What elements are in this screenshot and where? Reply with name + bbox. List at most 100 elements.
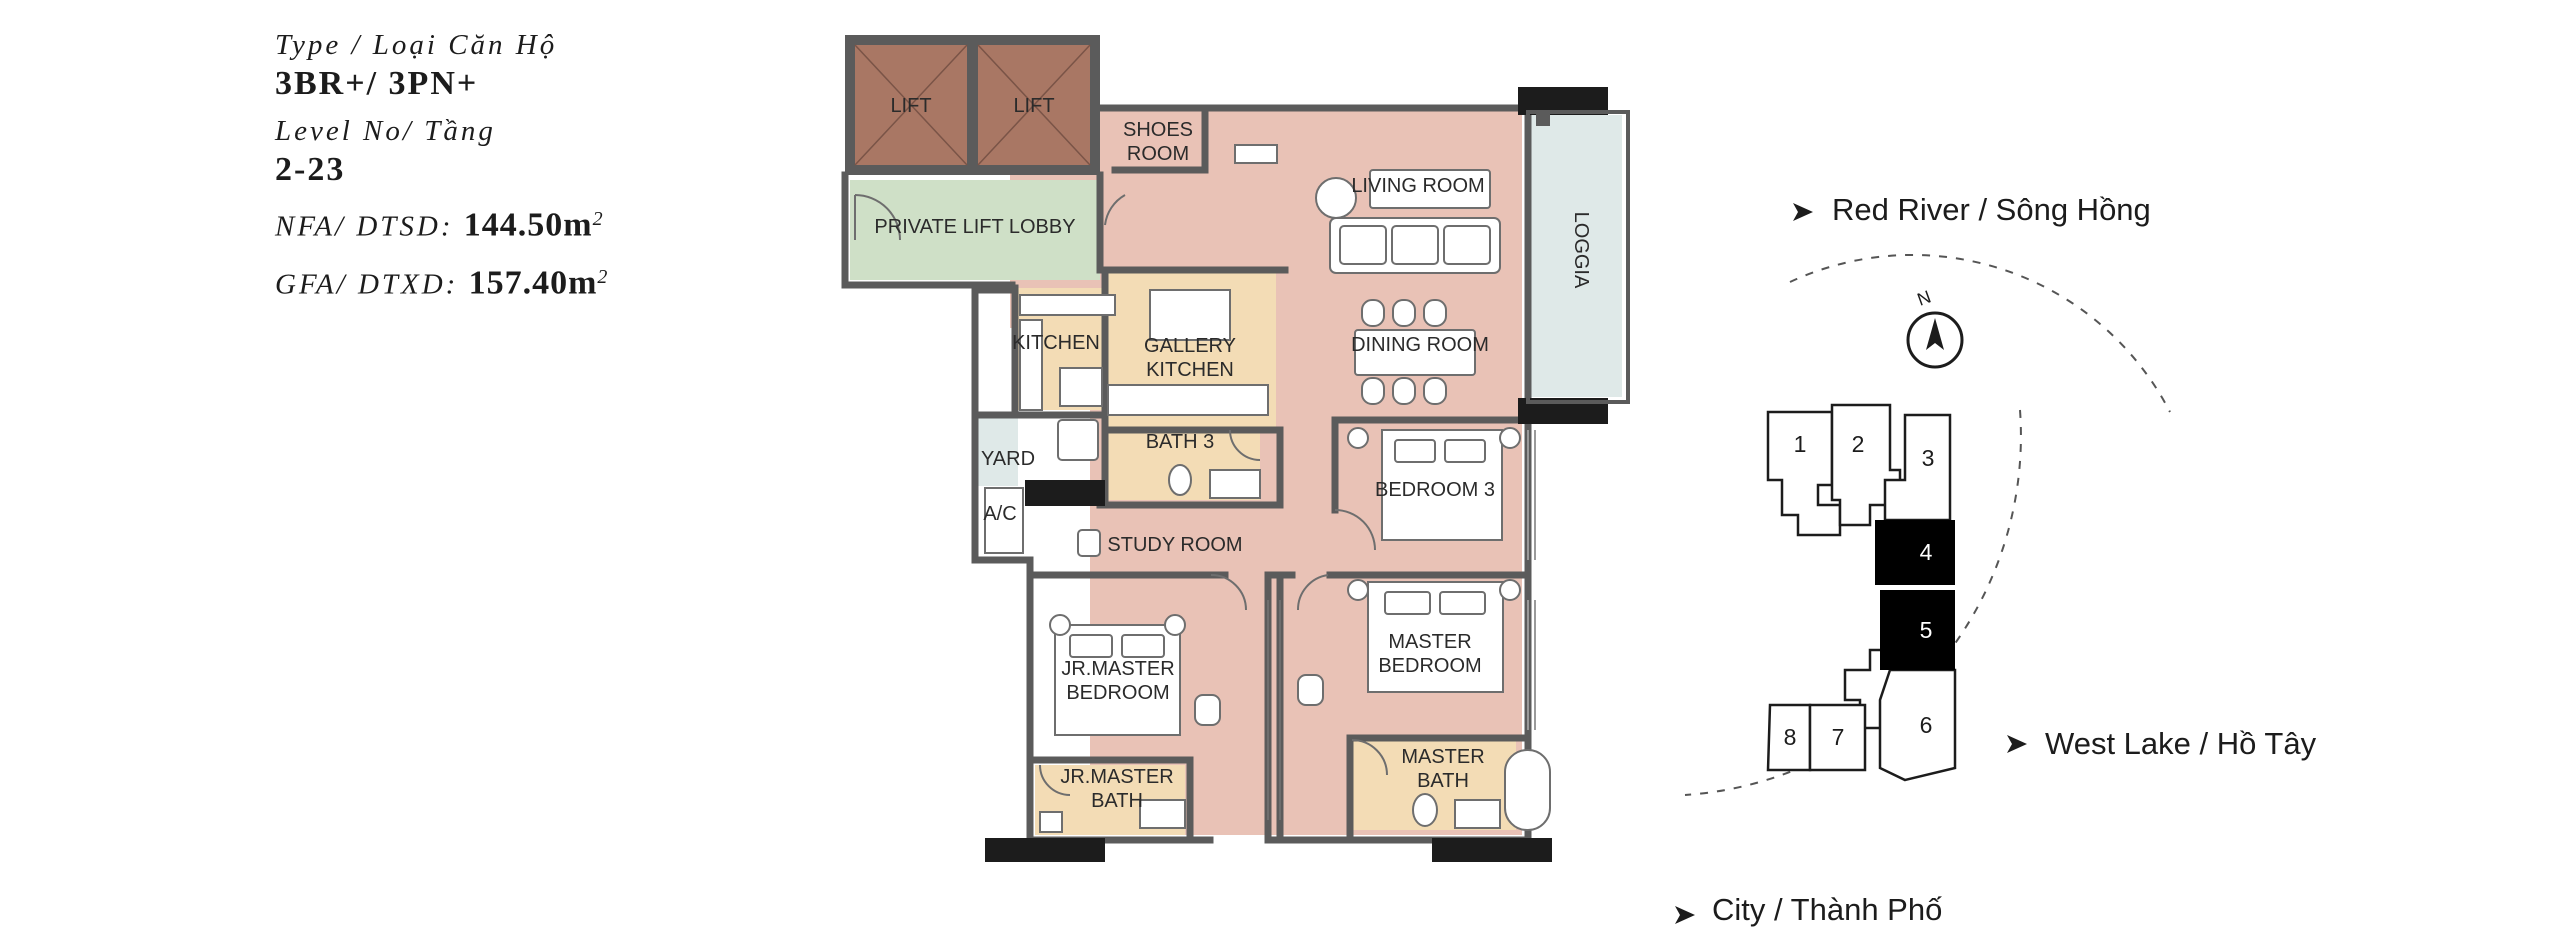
pillow-b3-1: [1394, 439, 1436, 463]
block-8-label: 8: [1784, 724, 1797, 750]
type-value: 3BR+/ 3PN+: [275, 65, 479, 102]
private-lift-lobby-floor: [850, 180, 1100, 280]
dining-room-label: DINING ROOM: [1351, 334, 1489, 356]
block-4-highlight: [1875, 520, 1955, 585]
red-river-label: Red River / Sông Hồng: [1832, 192, 2151, 227]
city-arrow-icon: [1675, 906, 1695, 924]
washer: [1057, 419, 1099, 461]
jr-master-bath-label-1: JR.MASTER: [1060, 766, 1173, 788]
direction-labels: Red River / Sông Hồng West Lake / Hồ Tây…: [1675, 192, 2317, 927]
gfa-unit-sup: 2: [597, 265, 611, 288]
block-7-label: 7: [1832, 724, 1845, 750]
master-door: [1296, 574, 1329, 611]
orbit-arc-top: [1789, 253, 2171, 413]
pillow-m-1: [1384, 591, 1431, 615]
shoes-room-floor: [1115, 108, 1200, 173]
compass-arrow-icon: [1926, 318, 1944, 350]
ac-label: A/C: [983, 503, 1016, 525]
yard-label: YARD: [981, 448, 1035, 470]
lobby-door: [854, 194, 901, 241]
master-bedroom-label-1: MASTER: [1388, 631, 1471, 653]
unit-info-panel: Type / Loại Căn Hộ 3BR+/ 3PN+ Level No/ …: [275, 26, 610, 309]
block-2-label: 2: [1852, 431, 1865, 457]
block-7-shape: [1808, 703, 1867, 772]
column-se: [1432, 838, 1552, 862]
yard-floor: [974, 418, 1018, 486]
pillow-b3-2: [1444, 439, 1486, 463]
coffee-table: [1369, 169, 1491, 209]
lamp-m-2: [1499, 579, 1521, 601]
nfa-label: NFA/ DTSD:: [275, 210, 454, 243]
dining-table: [1354, 329, 1476, 376]
console: [1234, 144, 1278, 164]
level-label: Level No/ Tầng: [275, 115, 496, 147]
jr-master-bedroom-label-2: BEDROOM: [1066, 682, 1169, 704]
bedroom-3-label: BEDROOM 3: [1375, 479, 1495, 501]
ac-unit: [984, 487, 1024, 554]
windows-east: [1527, 430, 1536, 730]
gfa-label: GFA/ DTXD:: [275, 268, 459, 301]
jr-bath-door: [1039, 764, 1071, 796]
lamp-b3-1: [1347, 427, 1369, 449]
lift-2-label: LIFT: [1013, 95, 1054, 117]
loggia-floor: [1530, 115, 1622, 397]
gfa-value: 157.40m: [468, 264, 598, 302]
loggia-label: LOGGIA: [1570, 212, 1592, 289]
block-6-label: 6: [1920, 712, 1933, 738]
island: [1149, 289, 1231, 341]
lift-1-label: LIFT: [890, 95, 931, 117]
block-6-shape: [1878, 668, 1957, 782]
shoes-room-label-2: ROOM: [1127, 143, 1189, 165]
bedroom3-door: [1334, 509, 1376, 551]
study-door: [1210, 574, 1247, 611]
north-compass: N: [1906, 287, 1964, 369]
shoes-room-label-1: SHOES: [1123, 119, 1193, 141]
block-labels: 1 2 3 4 5 6 7 8: [1784, 431, 1935, 750]
city-label: City / Thành Phố: [1712, 892, 1942, 927]
block-3-shape: [1883, 413, 1952, 522]
living-room-furniture: [1234, 144, 1501, 274]
building-blocks: [1766, 403, 1957, 782]
gfa-row: GFA/ DTXD: 157.40m2: [275, 252, 610, 310]
bathtub: [1504, 749, 1551, 831]
lamp-j-2: [1164, 614, 1186, 636]
jr-master-bath-label-2: BATH: [1091, 790, 1143, 812]
master-toilet: [1412, 793, 1438, 827]
dining-set: [1354, 299, 1476, 405]
bath-fixtures: [984, 464, 1551, 833]
key-plan: N 1 2 3 4 5 6 7 8 Red River / Sông Hồ: [1675, 192, 2317, 927]
fridge: [1059, 367, 1103, 407]
bath-3-label: BATH 3: [1146, 431, 1215, 453]
nfa-row: NFA/ DTSD: 144.50m2: [275, 194, 610, 252]
block-3-label: 3: [1922, 445, 1935, 471]
gallery-kitchen-label-1: GALLERY: [1144, 335, 1236, 357]
orbit-arc-right: [1684, 409, 2022, 796]
sofa-cushion-1: [1339, 225, 1387, 265]
type-label: Type / Loại Căn Hộ: [275, 29, 558, 61]
block-4-label: 4: [1920, 539, 1933, 565]
lift-shafts: [845, 35, 1100, 175]
gallery-kitchen-label-2: KITCHEN: [1146, 359, 1234, 381]
red-river-arrow-icon: [1793, 203, 1813, 221]
study-room-label: STUDY ROOM: [1107, 534, 1242, 556]
jr-master-chair: [1194, 694, 1221, 726]
bath3-vanity: [1209, 469, 1261, 499]
level-value: 2-23: [275, 151, 346, 188]
bath3-toilet: [1168, 464, 1192, 496]
lamp-j-1: [1049, 614, 1071, 636]
west-lake-arrow-icon: [2007, 735, 2027, 753]
pillow-j-1: [1069, 634, 1113, 658]
master-bedroom-label-2: BEDROOM: [1378, 655, 1481, 677]
nfa-unit-sup: 2: [592, 208, 606, 230]
jr-vanity: [1139, 799, 1186, 829]
kitchen-label: KITCHEN: [1012, 332, 1100, 354]
loggia-frame: [1526, 110, 1630, 404]
block-5-highlight: [1880, 590, 1955, 670]
kitchen-counter-side: [1019, 319, 1043, 411]
study-chair: [1077, 529, 1101, 557]
jr-master-bedroom-label-1: JR.MASTER: [1061, 658, 1174, 680]
lamp-b3-2: [1499, 427, 1521, 449]
pillow-j-2: [1121, 634, 1165, 658]
master-vanity: [1454, 799, 1501, 829]
